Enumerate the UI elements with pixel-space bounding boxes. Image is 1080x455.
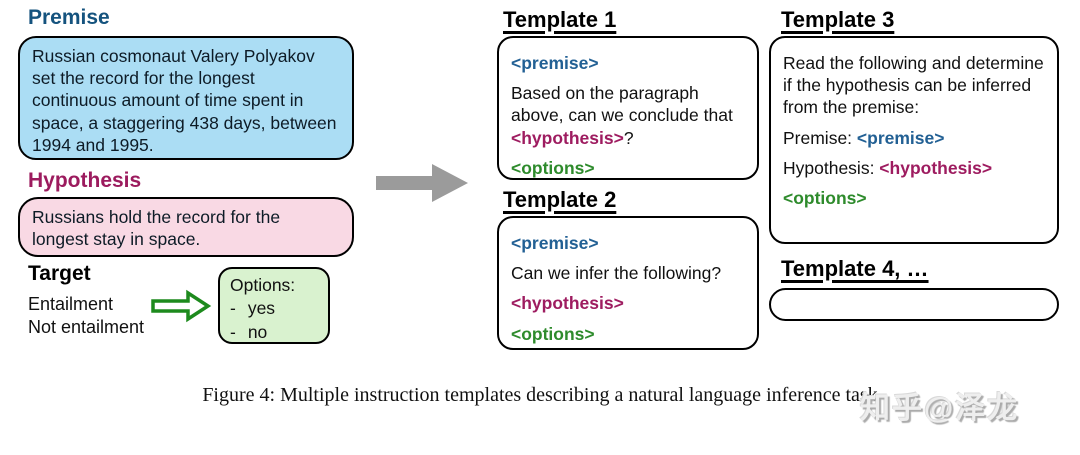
template1-body: Based on the paragraph above, can we con… [511, 83, 733, 148]
hypothesis-text: Russians hold the record for the longest… [32, 207, 281, 250]
template2-body: Can we infer the following? [511, 263, 722, 284]
target-values: Entailment Not entailment [28, 293, 144, 340]
template4-heading: Template 4, … [781, 256, 929, 281]
template4-box [769, 288, 1059, 321]
template3-hypothesis-line: Hypothesis: <hypothesis> [783, 157, 993, 178]
options-box: Options: - yes - no [218, 267, 330, 344]
template3-hypothesis-tag: <hypothesis> [879, 157, 993, 178]
figure-caption: Figure 4: Multiple instruction templates… [202, 384, 878, 406]
template2-premise-tag: <premise> [511, 233, 599, 253]
option-item-no: - no [230, 321, 318, 344]
template3-heading: Template 3 [781, 7, 895, 32]
template2-heading: Template 2 [503, 187, 617, 212]
option-item-yes: - yes [230, 297, 318, 320]
premise-text: Russian cosmonaut Valery Polyakov set th… [32, 46, 337, 155]
hypothesis-box: Russians hold the record for the longest… [18, 197, 354, 257]
template3-intro: Read the following and determine if the … [783, 53, 1044, 118]
template2-hypothesis-tag: <hypothesis> [511, 293, 624, 314]
template1-box: <premise> Based on the paragraph above, … [497, 36, 759, 180]
option-dash: - [230, 298, 236, 319]
template2-options-tag: <options> [511, 323, 595, 344]
options-label: Options: [230, 275, 296, 295]
option-dash: - [230, 321, 236, 342]
target-value-entailment: Entailment [28, 294, 114, 314]
target-label: Target [28, 262, 91, 285]
template3-premise-tag: <premise> [856, 127, 945, 148]
premise-box: Russian cosmonaut Valery Polyakov set th… [18, 36, 354, 160]
target-value-not-entailment: Not entailment [28, 317, 145, 338]
template1-hypothesis-tag: <hypothesis> [511, 127, 624, 148]
template3-premise-line: Premise: <premise> [783, 127, 945, 148]
green-right-arrow-icon [151, 289, 212, 323]
hypothesis-label: Hypothesis [28, 169, 142, 192]
gray-right-arrow-icon [376, 164, 468, 202]
template1-options-tag: <options> [511, 157, 595, 178]
template1-heading: Template 1 [503, 7, 617, 32]
watermark: 知乎@泽龙 [860, 392, 1020, 425]
template3-options-tag: <options> [783, 188, 867, 209]
template2-box: <premise> Can we infer the following? <h… [497, 216, 759, 350]
template3-box: Read the following and determine if the … [769, 36, 1059, 244]
template1-premise-tag: <premise> [511, 53, 599, 73]
premise-label: Premise [28, 6, 110, 29]
